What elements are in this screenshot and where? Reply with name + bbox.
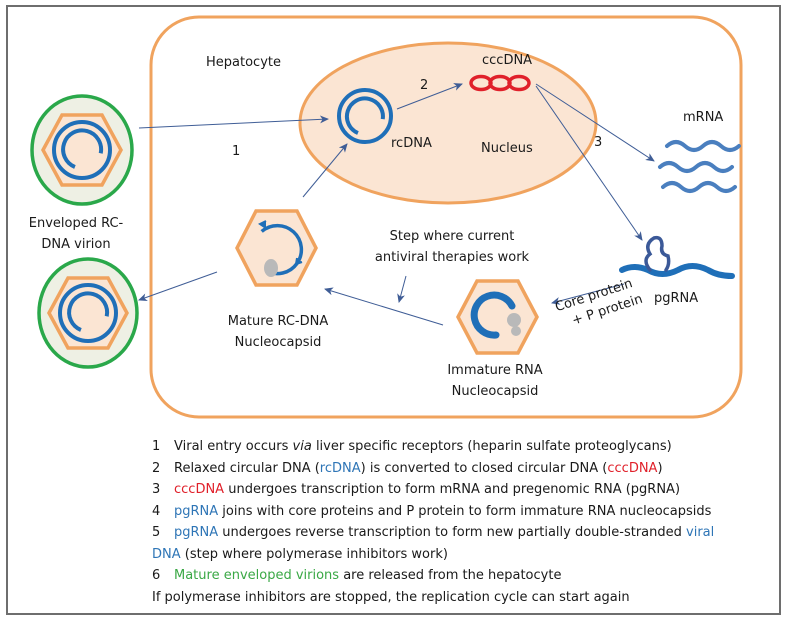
legend-text-segment: ) bbox=[657, 460, 663, 476]
mature-nucleocapsid-label: Mature RC-DNA Nucleocapsid bbox=[228, 311, 329, 353]
immature-label-line2: Nucleocapsid bbox=[451, 384, 539, 399]
enveloped-virion-released bbox=[37, 257, 139, 369]
arrow-mature-to-rcdna bbox=[302, 143, 348, 198]
rcdna-icon bbox=[337, 88, 393, 144]
legend-item-number: 5 bbox=[152, 525, 161, 540]
legend-text-segment: joins with core proteins and P protein t… bbox=[218, 503, 712, 519]
mature-label-line2: Nucleocapsid bbox=[234, 335, 322, 350]
arrow-immature-to-mature bbox=[324, 287, 444, 326]
legend-text-segment: ) is converted to closed circular DNA ( bbox=[360, 460, 608, 476]
legend-item-5-continuation: DNA (step where polymerase inhibitors wo… bbox=[152, 544, 714, 566]
therapy-step-label: Step where current antiviral therapies w… bbox=[375, 226, 529, 268]
legend-item-1: 1 Viral entry occurs via liver specific r… bbox=[152, 436, 714, 458]
mature-nucleocapsid bbox=[235, 209, 318, 287]
cccdna-label: cccDNA bbox=[482, 53, 533, 68]
immature-label-line1: Immature RNA bbox=[447, 363, 543, 378]
legend-item-3: 3 cccDNA undergoes transcription to form … bbox=[152, 479, 714, 501]
legend-footer: If polymerase inhibitors are stopped, th… bbox=[152, 589, 630, 605]
nucleus bbox=[298, 41, 598, 205]
legend-item-5: 5 pgRNA undergoes reverse transcription t… bbox=[152, 522, 714, 544]
legend-text-segment: via bbox=[292, 439, 312, 454]
legend-text-segment: cccDNA bbox=[174, 482, 225, 497]
pgrna-icon bbox=[619, 235, 735, 279]
legend-text-segment: DNA bbox=[152, 546, 181, 562]
enveloped-virion-label-line2: DNA virion bbox=[41, 237, 111, 252]
cccdna-icon bbox=[469, 74, 531, 92]
legend-item-2: 2 Relaxed circular DNA (rcDNA) is convert… bbox=[152, 458, 714, 480]
arrow-therapy-pointer bbox=[397, 275, 407, 303]
legend-item-number: 4 bbox=[152, 503, 161, 519]
pgrna-label: pgRNA bbox=[654, 291, 699, 306]
arrow-pgrna-to-immature bbox=[551, 283, 625, 305]
figure-border bbox=[6, 5, 399, 615]
mrna-icon bbox=[658, 140, 741, 193]
legend-text-segment: pgRNA bbox=[174, 503, 219, 519]
step-number-1: 1 bbox=[232, 144, 241, 159]
arrow-step3-mrna bbox=[535, 83, 655, 162]
legend-text-segment: Mature enveloped virions bbox=[174, 568, 340, 583]
legend-text-segment: Relaxed circular DNA ( bbox=[174, 460, 320, 476]
enveloped-virion-label-line1: Enveloped RC- bbox=[28, 216, 124, 231]
legend-text-segment: rcDNA bbox=[319, 460, 361, 476]
immature-nucleocapsid bbox=[456, 279, 539, 355]
legend-text-segment: viral bbox=[686, 525, 715, 540]
therapy-label-line2: antiviral therapies work bbox=[374, 250, 530, 265]
legend-item-6: 6 Mature enveloped virions are released f… bbox=[152, 565, 714, 587]
mature-label-line1: Mature RC-DNA bbox=[227, 314, 329, 329]
legend-text-segment: liver specific receptors (heparin sulfat… bbox=[311, 439, 672, 454]
enveloped-virion-label: Enveloped RC- DNA virion bbox=[29, 213, 124, 255]
arrow-step3-pgrna bbox=[535, 85, 643, 241]
step-number-2: 2 bbox=[420, 78, 429, 93]
legend-item-number: 1 bbox=[152, 439, 161, 454]
legend-text-segment: are released from the hepatocyte bbox=[339, 568, 562, 583]
legend-text-segment: cccDNA bbox=[607, 460, 658, 476]
therapy-label-line1: Step where current bbox=[389, 229, 515, 244]
immature-nucleocapsid-label: Immature RNA Nucleocapsid bbox=[447, 360, 542, 402]
hepatocyte-label: Hepatocyte bbox=[206, 55, 281, 70]
arrow-step1-entry bbox=[138, 115, 329, 129]
legend-item-number: 3 bbox=[152, 482, 161, 497]
mrna-label: mRNA bbox=[683, 110, 724, 125]
step-number-3: 3 bbox=[594, 135, 603, 150]
legend: 1 Viral entry occurs via liver specific r… bbox=[152, 436, 714, 608]
rcdna-label: rcDNA bbox=[391, 136, 432, 151]
legend-text-segment: Viral entry occurs bbox=[174, 439, 293, 454]
legend-text-segment: undergoes reverse transcription to form … bbox=[218, 525, 687, 540]
legend-item-number: 6 bbox=[152, 568, 161, 583]
legend-text-segment: (step where polymerase inhibitors work) bbox=[180, 546, 448, 562]
nucleus-label: Nucleus bbox=[481, 141, 533, 156]
arrow-release bbox=[138, 271, 218, 302]
legend-item-4: 4 pgRNA joins with core proteins and P pr… bbox=[152, 501, 714, 523]
legend-text-segment: pgRNA bbox=[174, 525, 219, 540]
enveloped-virion-entering bbox=[30, 94, 134, 206]
arrow-step2 bbox=[396, 83, 463, 110]
legend-text-segment: undergoes transcription to form mRNA and… bbox=[224, 482, 681, 497]
legend-item-number: 2 bbox=[152, 460, 161, 476]
figure-border-right bbox=[398, 5, 781, 615]
